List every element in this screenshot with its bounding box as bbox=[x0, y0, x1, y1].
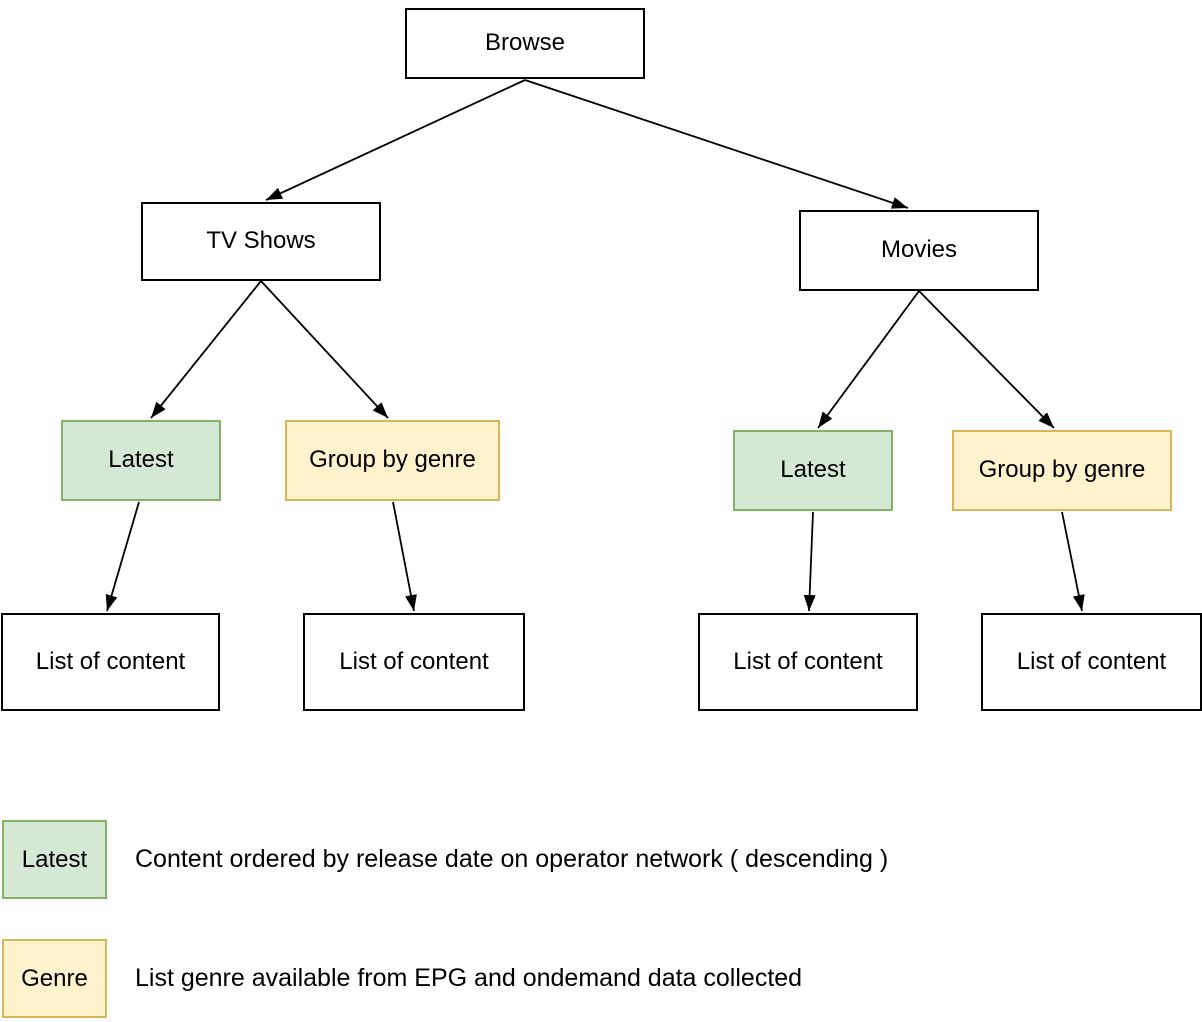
edge-movies-to-genre bbox=[918, 290, 1055, 429]
edge-tvshows-to-genre bbox=[260, 280, 389, 419]
node-movies-latest: Latest bbox=[733, 430, 893, 511]
edge-tvshows-to-latest bbox=[150, 280, 262, 419]
node-movies: Movies bbox=[799, 210, 1039, 291]
node-movies-group-by-genre: Group by genre bbox=[952, 430, 1172, 511]
legend-latest-description: Content ordered by release date on opera… bbox=[135, 845, 889, 873]
edge-movlatest-to-list bbox=[803, 511, 816, 612]
node-movies-genre-list-of-content: List of content bbox=[981, 613, 1202, 711]
node-tv-latest-list-of-content: List of content bbox=[1, 613, 220, 711]
edge-movies-to-latest bbox=[817, 290, 920, 429]
edge-browse-to-movies bbox=[524, 79, 909, 209]
node-tv-group-by-genre: Group by genre bbox=[285, 420, 500, 501]
node-browse: Browse bbox=[405, 8, 645, 79]
edge-tvgenre-to-list bbox=[392, 501, 417, 612]
node-tv-genre-list-of-content: List of content bbox=[303, 613, 525, 711]
edge-tvlatest-to-list bbox=[105, 501, 140, 612]
node-movies-latest-list-of-content: List of content bbox=[698, 613, 918, 711]
node-tv-latest: Latest bbox=[61, 420, 221, 501]
edge-browse-to-tvshows bbox=[265, 79, 526, 201]
legend-latest-swatch: Latest bbox=[2, 820, 107, 899]
legend-genre-description: List genre available from EPG and ondema… bbox=[135, 964, 803, 992]
node-tv-shows: TV Shows bbox=[141, 202, 381, 281]
edge-movgenre-to-list bbox=[1061, 511, 1085, 612]
legend-genre-swatch: Genre bbox=[2, 939, 107, 1018]
